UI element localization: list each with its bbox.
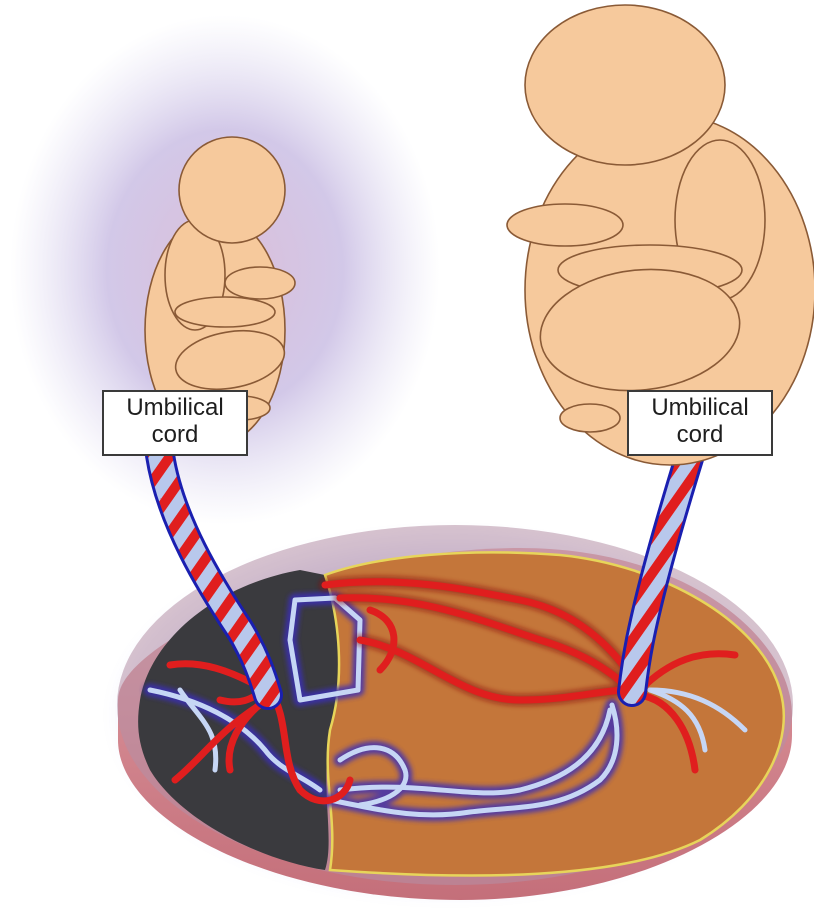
- right-label-line2: cord: [635, 421, 765, 448]
- right-umbilical-cord-label: Umbilical cord: [627, 390, 773, 456]
- left-label-line2: cord: [110, 421, 240, 448]
- left-label-line1: Umbilical: [110, 394, 240, 421]
- left-umbilical-cord-label: Umbilical cord: [102, 390, 248, 456]
- right-label-line1: Umbilical: [635, 394, 765, 421]
